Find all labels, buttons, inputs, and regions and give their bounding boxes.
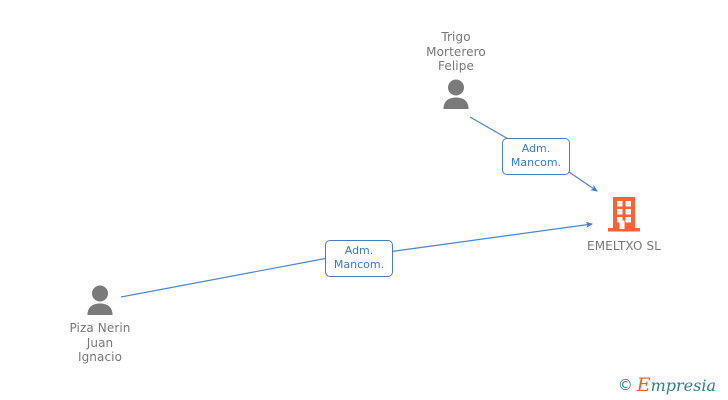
brand-name: Empresia <box>636 374 716 396</box>
person-bottom-label: Piza Nerin Juan Ignacio <box>69 321 131 364</box>
copyright-icon: © <box>617 376 633 394</box>
company-building-icon <box>608 197 640 232</box>
person-icon <box>87 285 113 315</box>
edge-label-to-company-top <box>565 169 598 192</box>
node-person-trigo-morterero-felipe[interactable]: Trigo Morterero Felipe <box>386 30 526 110</box>
brand-rest: mpresia <box>650 376 716 395</box>
relation-label-adm-mancom-bottom[interactable]: Adm. Mancom. <box>325 240 393 277</box>
edge-person-top-to-label <box>469 116 511 141</box>
person-top-label: Trigo Morterero Felipe <box>426 30 486 73</box>
relation-label-adm-mancom-top[interactable]: Adm. Mancom. <box>502 138 570 175</box>
brand-initial: E <box>636 374 651 396</box>
person-icon <box>443 79 469 109</box>
node-person-piza-nerin-juan-ignacio[interactable]: Piza Nerin Juan Ignacio <box>30 284 170 365</box>
company-label: EMELTXO SL <box>587 239 661 253</box>
node-company-emeltxo-sl[interactable]: EMELTXO SL <box>551 195 697 254</box>
empresia-watermark: © Empresia <box>617 374 716 396</box>
